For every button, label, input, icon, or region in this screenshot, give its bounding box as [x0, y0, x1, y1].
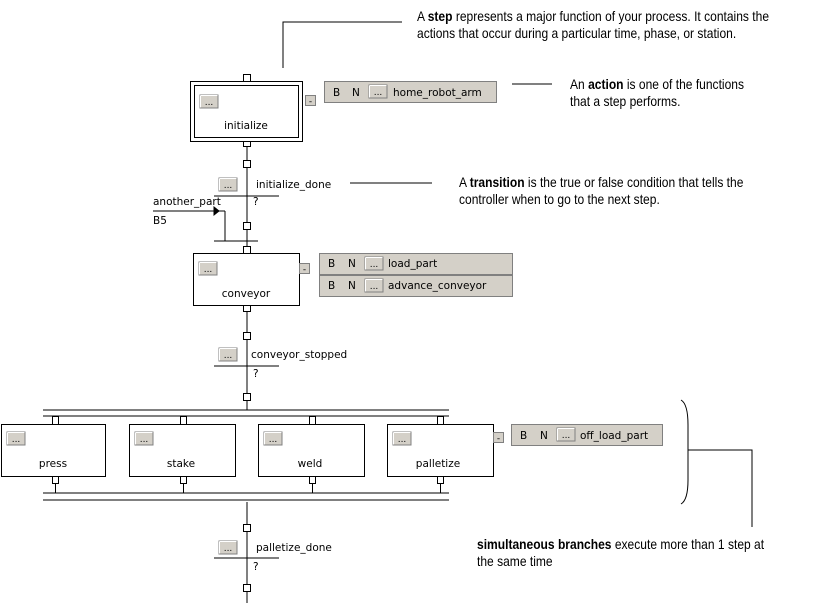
step-ellipsis-button[interactable]: [134, 431, 154, 446]
step-stake[interactable]: stake: [129, 424, 236, 477]
action-qualifier: B: [520, 430, 527, 442]
branch-callout: simultaneous branches execute more than …: [477, 536, 765, 569]
action-name: advance_conveyor: [388, 280, 487, 292]
collapse-button[interactable]: [305, 95, 316, 106]
action-list-conveyor: -: [299, 263, 310, 275]
action-qualifier: B: [333, 87, 340, 99]
transition-ellipsis-button[interactable]: [218, 540, 238, 555]
action-name: off_load_part: [580, 430, 648, 442]
action-callout: An action is one of the functions that a…: [570, 76, 745, 109]
action-type: N: [348, 258, 356, 270]
step-weld[interactable]: weld: [258, 424, 365, 477]
collapse-glyph: -: [309, 97, 312, 107]
transition-conveyor-stopped[interactable]: conveyor_stopped ?: [218, 347, 347, 380]
step-name: weld: [298, 458, 323, 470]
transition-name: conveyor_stopped: [251, 349, 347, 361]
transition-name: palletize_done: [256, 542, 332, 554]
wire-bit-label: B5: [153, 215, 167, 227]
action-advance-conveyor[interactable]: B N advance_conveyor: [319, 275, 513, 297]
action-qualifier: B: [328, 280, 335, 292]
transition-condition: ?: [253, 196, 259, 208]
action-name: load_part: [388, 258, 437, 270]
action-ellipsis-button[interactable]: [364, 256, 384, 271]
step-press[interactable]: press: [1, 424, 106, 477]
action-load-part[interactable]: B N load_part: [319, 253, 513, 275]
another-part-wire: [153, 205, 226, 241]
step-initialize[interactable]: initialize: [190, 81, 303, 142]
transition-palletize-done[interactable]: palletize_done ?: [218, 540, 332, 573]
transition-ellipsis-button[interactable]: [218, 347, 238, 362]
action-type: N: [352, 87, 360, 99]
simultaneous-branch-bars: [43, 409, 449, 501]
action-qualifier: B: [328, 258, 335, 270]
step-callout: A step represents a major function of yo…: [417, 8, 770, 41]
action-ellipsis-button[interactable]: [368, 84, 388, 99]
step-ellipsis-button[interactable]: [392, 431, 412, 446]
step-name: stake: [167, 458, 195, 470]
action-home-robot-arm[interactable]: - B N home_robot_arm: [305, 81, 497, 108]
collapse-button[interactable]: [299, 263, 310, 274]
step-name: palletize: [416, 458, 460, 470]
step-ellipsis-button[interactable]: [199, 94, 219, 109]
step-ellipsis-button[interactable]: [198, 261, 218, 276]
step-conveyor[interactable]: conveyor: [193, 253, 300, 306]
transition-name: initialize_done: [256, 179, 331, 191]
transition-initialize-done[interactable]: initialize_done ?: [218, 177, 331, 208]
transition-ellipsis-button[interactable]: [218, 177, 238, 192]
step-name: press: [39, 458, 67, 470]
action-off-load-part[interactable]: - B N off_load_part: [493, 424, 663, 446]
collapse-glyph: -: [497, 434, 500, 444]
transition-condition: ?: [253, 561, 259, 573]
action-type: N: [540, 430, 548, 442]
collapse-button[interactable]: [493, 432, 504, 443]
collapse-glyph: -: [303, 265, 306, 275]
step-ellipsis-button[interactable]: [6, 431, 26, 446]
step-ellipsis-button[interactable]: [263, 431, 283, 446]
transition-condition: ?: [253, 368, 259, 380]
branch-connectors: [52, 416, 444, 493]
action-name: home_robot_arm: [393, 87, 482, 99]
transition-bars: [214, 195, 279, 559]
action-ellipsis-button[interactable]: [364, 278, 384, 293]
transition-callout: A transition is the true or false condit…: [459, 174, 744, 207]
callout-leaders: [282, 21, 753, 527]
wire-tag-label: another_part: [153, 196, 221, 208]
step-palletize[interactable]: palletize: [387, 424, 494, 477]
action-ellipsis-button[interactable]: [556, 427, 576, 442]
step-name: conveyor: [222, 288, 271, 300]
step-name: initialize: [224, 120, 268, 132]
action-type: N: [348, 280, 356, 292]
